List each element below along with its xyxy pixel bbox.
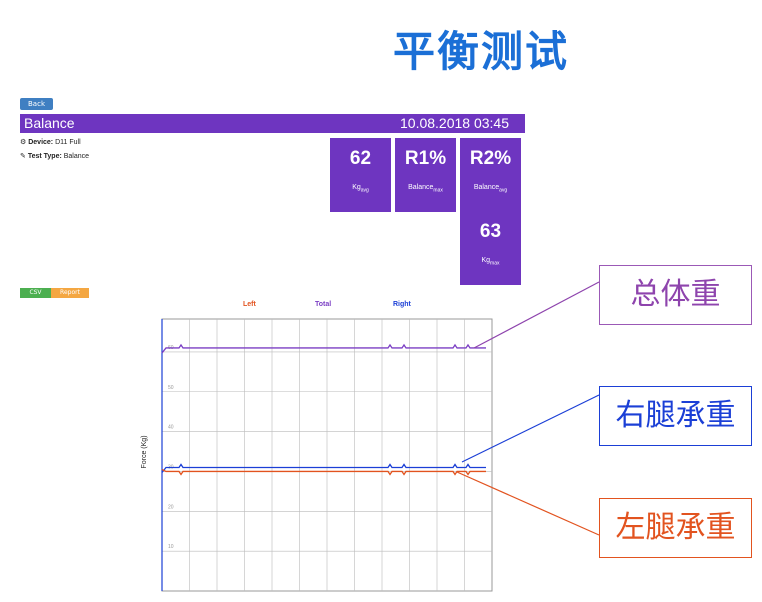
y-tick-label: 10	[168, 544, 174, 550]
leader-line-right	[461, 394, 600, 463]
stat-label: Balancemax	[408, 184, 443, 194]
page-title: Balance	[24, 115, 75, 131]
series-line-right	[161, 463, 486, 473]
test-type-value: Balance	[63, 153, 90, 160]
test-type-info: ✎ Test Type: Balance	[20, 152, 89, 160]
stat-label: Balanceavg	[473, 184, 508, 194]
series-line-total	[161, 343, 486, 354]
device-value: D11 Full	[55, 139, 81, 146]
chart-series	[161, 343, 486, 476]
tag-icon: ✎	[20, 153, 26, 160]
device-label: Device:	[28, 139, 54, 146]
y-tick-label: 40	[168, 425, 174, 431]
leader-line-left	[456, 471, 600, 536]
stat-value: 63	[479, 221, 502, 242]
leader-line-total	[473, 281, 600, 349]
stat-value: 62	[349, 148, 372, 169]
callout-left-leg: 左腿承重	[599, 498, 752, 558]
header-bar: Balance 10.08.2018 03:45	[20, 114, 525, 133]
device-info: ⚙ Device: D11 Full	[20, 138, 81, 146]
callout-leaders	[456, 281, 600, 536]
stat-card-balance-max: R1% Balancemax	[395, 138, 456, 212]
test-type-label: Test Type:	[27, 153, 62, 160]
y-axis-label: Force (Kg)	[141, 435, 148, 468]
legend-total[interactable]: Total	[315, 301, 332, 308]
series-line-left	[161, 468, 486, 476]
y-tick-label: 50	[168, 385, 174, 391]
y-tick-label: 20	[168, 504, 174, 510]
csv-button[interactable]: CSV	[20, 288, 51, 298]
legend-right[interactable]: Right	[393, 301, 411, 308]
stat-label: Kgmax	[481, 257, 500, 267]
stat-label: Kgavg	[352, 184, 369, 194]
stat-value: R2%	[469, 148, 512, 169]
callout-total-weight: 总体重	[599, 265, 752, 325]
callout-right-leg: 右腿承重	[599, 386, 752, 446]
test-datetime: 10.08.2018 03:45	[400, 115, 509, 131]
legend-left[interactable]: Left	[243, 301, 256, 308]
chart-grid	[161, 318, 493, 592]
stat-card-kg-avg: 62 Kgavg	[330, 138, 391, 212]
report-button[interactable]: Report	[51, 288, 89, 298]
stat-card-kg-max: 63 Kgmax	[460, 211, 521, 285]
stat-card-balance-avg: R2% Balanceavg	[460, 138, 521, 212]
gears-icon: ⚙	[20, 139, 27, 146]
stat-value: R1%	[404, 148, 447, 169]
slide-title: 平衡测试	[392, 27, 569, 76]
back-button[interactable]: Back	[20, 98, 53, 110]
